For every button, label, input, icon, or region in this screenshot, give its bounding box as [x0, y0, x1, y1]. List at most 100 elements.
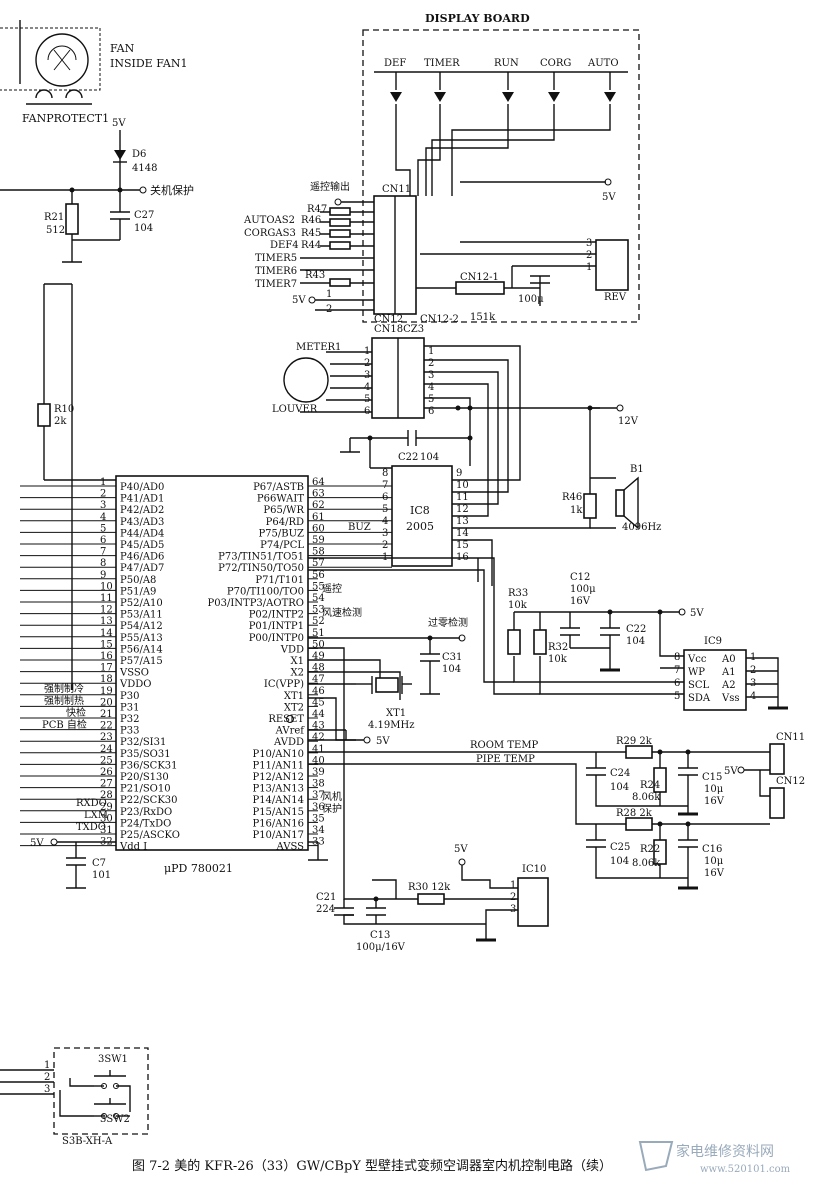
mcu-left-pin-name: P57/A15 — [120, 656, 163, 667]
mcu-left-pin-number: 27 — [100, 779, 113, 790]
led-run-label: RUN — [494, 58, 519, 69]
r5: 5 — [428, 394, 434, 405]
c13-label: C13 — [370, 930, 390, 941]
mcu-left-pin-name: P25/ASCKO — [120, 830, 180, 841]
res-151k: 151k — [470, 312, 496, 323]
r32-value: 10k — [548, 654, 568, 665]
ic8-p9: 9 — [456, 468, 462, 479]
sw1-label: 3SW1 — [98, 1054, 128, 1065]
ic8-p14: 14 — [456, 528, 469, 539]
fan-speed-detect-label: 风速检测 — [322, 606, 362, 619]
mcu-left-pin-number: 31 — [100, 825, 113, 836]
ic8-part: 2005 — [406, 520, 434, 533]
ic8-right-pins: 9 10 11 12 13 14 15 16 — [456, 468, 469, 563]
mcu-left-pin-name: P23/RxDO — [120, 807, 172, 818]
r28-label: R28 2k — [616, 808, 653, 819]
mcu-left-pin-number: 18 — [100, 674, 113, 685]
led-corg-icon — [548, 92, 560, 102]
mcu-left-pin-number: 21 — [100, 709, 113, 720]
diode-d6-icon — [114, 150, 126, 160]
mcu-right-pin-name: P66WAIT — [257, 494, 304, 505]
zero-cross-label: 过零检测 — [428, 616, 468, 629]
mcu-left-pin-number: 15 — [100, 639, 113, 650]
ic8-p3: 3 — [382, 528, 388, 539]
led-auto-label: AUTO — [587, 58, 619, 69]
mcu-left-pin-name: P44/AD4 — [120, 528, 164, 539]
ic8-driver: C22 104 IC8 2005 8 7 6 5 4 3 2 1 9 10 11… — [340, 408, 591, 586]
r22-resistor — [653, 839, 667, 865]
mcu-left-pin-number: 12 — [100, 605, 113, 616]
crystal-icon — [375, 677, 399, 693]
mcu-right-pin-number: 54 — [312, 593, 325, 604]
r6: 6 — [428, 406, 434, 417]
mcu-left-pin-number: 29 — [100, 802, 113, 813]
mcu-left-pin-name: P35/SO31 — [120, 749, 171, 760]
mcu-right-pin-number: 42 — [312, 732, 325, 743]
r3: 3 — [428, 370, 434, 381]
mcu-right-pin-number: 51 — [312, 628, 325, 639]
r22-label: R22 — [640, 844, 660, 855]
mcu-left-pin-number: 2 — [100, 489, 106, 500]
mcu-right-pin-number: 60 — [312, 523, 325, 534]
r2: 2 — [428, 358, 434, 369]
mcu-right-pin-name: P11/AN11 — [252, 760, 304, 771]
rev-pin-1: 1 — [586, 262, 592, 273]
room-temp-label: ROOM TEMP — [470, 740, 539, 751]
mcu-left-pin-number: 11 — [100, 593, 113, 604]
mcu-left-pin-number: 4 — [100, 512, 106, 523]
mcu-left-pin-number: 17 — [100, 663, 113, 674]
sig-force-heat: 强制制热 — [44, 694, 84, 707]
switch-conn-label: S3B-XH-A — [62, 1136, 113, 1147]
display-inputs: R47 AUTOAS2 R46 CORGAS3 R45 DEF4 R44 TIM… — [243, 204, 327, 290]
mcu-right-pin-number: 59 — [312, 535, 325, 546]
mcu-right-pin-name: P10/AN17 — [252, 830, 304, 841]
cn12-1-resistor — [455, 281, 505, 295]
c12-value2: 16V — [570, 596, 591, 607]
crystal-circuit: C31 104 XT1 4.19MHz — [356, 638, 462, 731]
display-board: DISPLAY BOARD DEF TIMER RUN CORG AUTO 5V — [243, 12, 640, 325]
mcu-right-pin-number: 57 — [312, 558, 325, 569]
mcu-right-pin-number: 34 — [312, 825, 325, 836]
mcu-left-pin-name: P20/S130 — [120, 772, 169, 783]
c16-value1: 10μ — [704, 856, 724, 867]
mcu-right-pin-number: 56 — [312, 570, 325, 581]
mcu-left-pin-name: P32/SI31 — [120, 737, 166, 748]
reset-5v: 5V — [454, 844, 468, 855]
ic9-wp: WP — [688, 667, 705, 678]
mcu-left-pin-number: 16 — [100, 651, 113, 662]
mcu-left-pin-number: 30 — [100, 813, 113, 824]
r29-resistor — [625, 745, 653, 759]
d6-value: 4148 — [132, 163, 157, 174]
c7-label: C7 — [92, 858, 106, 869]
l3: 3 — [364, 370, 370, 381]
rev-pin-2: 2 — [586, 250, 592, 261]
ic9-a0: A0 — [721, 654, 736, 665]
r4: 4 — [428, 382, 434, 393]
mcu-left-pin-number: 1 — [100, 477, 106, 488]
timer7-label: TIMER7 — [255, 279, 297, 290]
r21-label: R21 — [44, 212, 64, 223]
mcu-left-pin-name: P42/AD2 — [120, 505, 164, 516]
mcu-right-pin-name: P64/RD — [266, 517, 304, 528]
led-timer-icon — [434, 92, 446, 102]
ic9-5v: 5V — [690, 608, 704, 619]
c24-value: 104 — [610, 782, 629, 793]
r30-resistor — [417, 893, 445, 905]
r28-resistor — [625, 817, 653, 831]
mcu-left-pin-name: P21/SO10 — [120, 784, 171, 795]
mcu-right-pin-number: 48 — [312, 663, 325, 674]
mcu-left-pin-number: 14 — [100, 628, 113, 639]
mcu-left-pin-name: P54/A12 — [120, 621, 163, 632]
ic8-left-pins: 8 7 6 5 4 3 2 1 — [382, 468, 388, 563]
mcu-left-pin-number: 3 — [100, 500, 106, 511]
r33-label: R33 — [508, 588, 528, 599]
cap-100u: 100μ — [518, 294, 544, 305]
ic8-p8: 8 — [382, 468, 388, 479]
led-corg-label: CORG — [540, 58, 571, 69]
r33-value: 10k — [508, 600, 528, 611]
l2: 2 — [364, 358, 370, 369]
mcu-right-pin-number: 49 — [312, 651, 325, 662]
v12-label: 12V — [618, 416, 639, 427]
mcu-left-pin-number: 22 — [100, 721, 113, 732]
